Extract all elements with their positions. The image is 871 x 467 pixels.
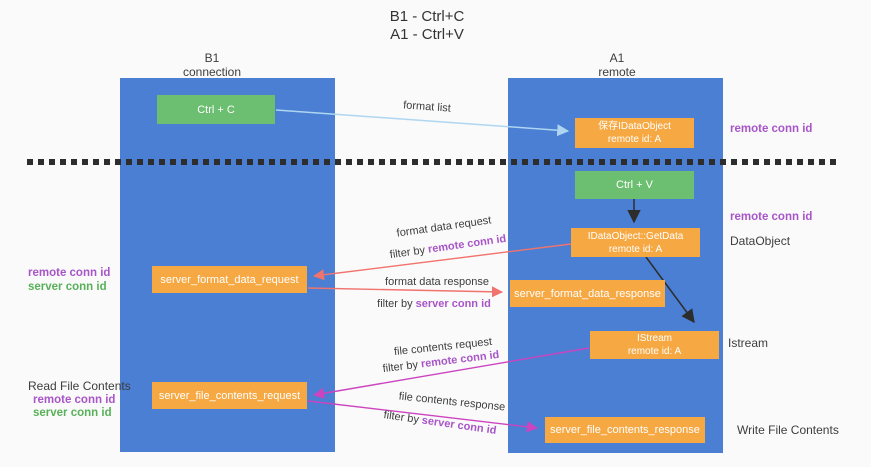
node-server-file-contents-request: server_file_contents_request [152,382,307,409]
node-getdata-line1: IDataObject::GetData [587,230,684,242]
diagram-title: B1 - Ctrl+C A1 - Ctrl+V [390,8,465,44]
node-server-format-data-response: server_format_data_response [510,280,665,307]
node-server-file-contents-response: server_file_contents_response [545,417,705,443]
filter-by-text: filter by [382,409,423,427]
lane-header-b1: B1 connection [183,51,241,79]
annotation-remote-conn-id-top-right: remote conn id [730,123,813,135]
remote-conn-id-keyword: remote conn id [427,232,507,256]
arrow-format-data-response [307,286,504,298]
node-istream-line2: remote id: A [627,346,682,357]
annotation-dataobject: DataObject [730,234,791,248]
node-server-format-data-response-label: server_format_data_response [514,287,661,300]
server-conn-id-keyword: server conn id [415,298,491,310]
node-server-format-data-request: server_format_data_request [152,266,307,293]
annotation-remote-conn-id-mid-left: remote conn id [28,267,111,279]
title-line-1: B1 - Ctrl+C [389,8,465,25]
node-save-dataobject: 保存IDataObject remote id: A [575,118,694,148]
edge-label-format-data-response-filter: filter by server conn id [377,298,491,310]
node-ctrl-c: Ctrl + C [157,95,275,124]
edge-label-file-contents-response: file contents response [398,390,506,414]
node-ctrl-c-label: Ctrl + C [197,103,235,116]
annotation-remote-conn-id-mid-right: remote conn id [730,211,813,223]
node-server-file-contents-request-label: server_file_contents_request [158,389,301,402]
dashed-divider [27,159,838,165]
lane-a1-name: A1 [609,51,625,65]
node-ctrl-v: Ctrl + V [575,171,694,199]
node-getdata-line2: remote id: A [608,243,663,255]
annotation-server-conn-id-bottom-left: server conn id [33,407,112,419]
node-istream: IStream remote id: A [590,331,719,359]
title-line-2: A1 - Ctrl+V [390,26,464,43]
annotation-write-file-contents: Write File Contents [737,423,839,437]
edge-label-format-data-response: format data response [385,276,489,288]
filter-by-text: filter by [377,298,416,310]
edge-label-format-list: format list [402,99,452,115]
filter-by-text: filter by [389,243,429,262]
annotation-istream: Istream [728,336,769,350]
node-idataobject-getdata: IDataObject::GetData remote id: A [571,228,700,257]
edge-label-file-contents-response-filter: filter by server conn id [383,409,497,437]
lane-a1-subtitle: remote [598,65,636,79]
server-conn-id-keyword: server conn id [420,414,498,437]
annotation-read-file-contents: Read File Contents [28,379,131,393]
node-server-file-contents-response-label: server_file_contents_response [550,424,700,436]
lane-header-a1: A1 remote [598,51,635,79]
node-istream-line1: IStream [636,333,672,344]
filter-by-text: filter by [382,358,422,376]
lane-b1-name: B1 [204,51,220,65]
node-server-format-data-request-label: server_format_data_request [160,273,299,286]
annotation-remote-conn-id-bottom-left: remote conn id [33,394,116,406]
node-save-dataobject-line1: 保存IDataObject [598,121,671,132]
node-save-dataobject-line2: remote id: A [607,134,662,145]
node-ctrl-v-label: Ctrl + V [616,179,653,191]
annotation-server-conn-id-mid-left: server conn id [28,281,107,293]
lane-b1-subtitle: connection [182,65,242,79]
